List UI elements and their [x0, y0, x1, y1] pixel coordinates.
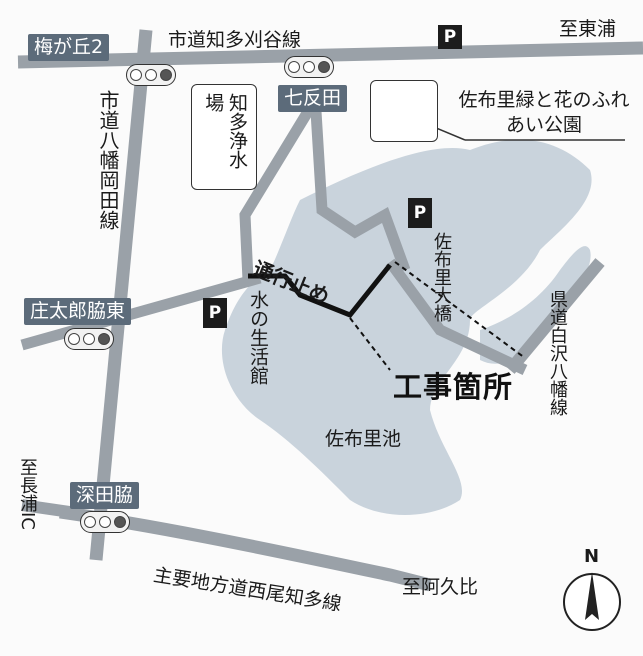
- compass: [563, 572, 621, 631]
- badge-shotaro: 庄太郎脇東: [24, 298, 132, 325]
- right-road: [505, 258, 605, 374]
- left-road-label: 市道八幡岡田線: [96, 90, 120, 230]
- dest-east: 至東浦: [559, 18, 617, 40]
- shotaro-east-road: [20, 272, 262, 351]
- badge-fukada: 深田脇: [70, 482, 140, 509]
- right-road-label: 県道白沢八幡線: [547, 290, 568, 416]
- dest-south: 至阿久比: [402, 576, 479, 598]
- bridge-road: [385, 258, 528, 375]
- traffic-signal-icon: [64, 328, 114, 350]
- bridge-label: 佐布里大橋: [431, 232, 452, 322]
- parking-icon: P: [438, 25, 462, 49]
- museum-label: 水の生活館: [247, 290, 269, 385]
- traffic-signal-icon: [284, 56, 334, 78]
- shichitanda-road: [309, 94, 411, 272]
- park-box: [370, 80, 438, 142]
- construction-label: 工事箇所: [393, 370, 514, 404]
- left-road: [89, 29, 153, 561]
- badge-umegaoka: 梅が丘2: [28, 34, 110, 61]
- closed-road: [248, 263, 392, 319]
- compass-north-label: N: [584, 546, 600, 567]
- top-road-label: 市道知多刈谷線: [168, 29, 302, 51]
- parking-icon: P: [203, 298, 227, 328]
- pond-area: [221, 139, 592, 515]
- diagonal-road: [239, 97, 320, 281]
- south-left-road: [21, 499, 71, 518]
- traffic-signal-icon: [80, 511, 130, 533]
- top-road: [17, 41, 643, 69]
- water-plant-box: 知多浄水場: [191, 84, 257, 190]
- pond-arm: [480, 246, 591, 364]
- pond-label: 佐布里池: [325, 428, 402, 450]
- parking-icon: P: [408, 198, 432, 228]
- dest-south-left: 至長浦IC: [17, 458, 38, 530]
- park-label: 佐布里緑と花のふれあい公園: [458, 89, 630, 136]
- construction-leader-a: [349, 317, 391, 371]
- badge-shichitanda: 七反田: [278, 85, 348, 112]
- water-plant-label: 知多浄水場: [202, 93, 248, 169]
- traffic-signal-icon: [126, 64, 176, 86]
